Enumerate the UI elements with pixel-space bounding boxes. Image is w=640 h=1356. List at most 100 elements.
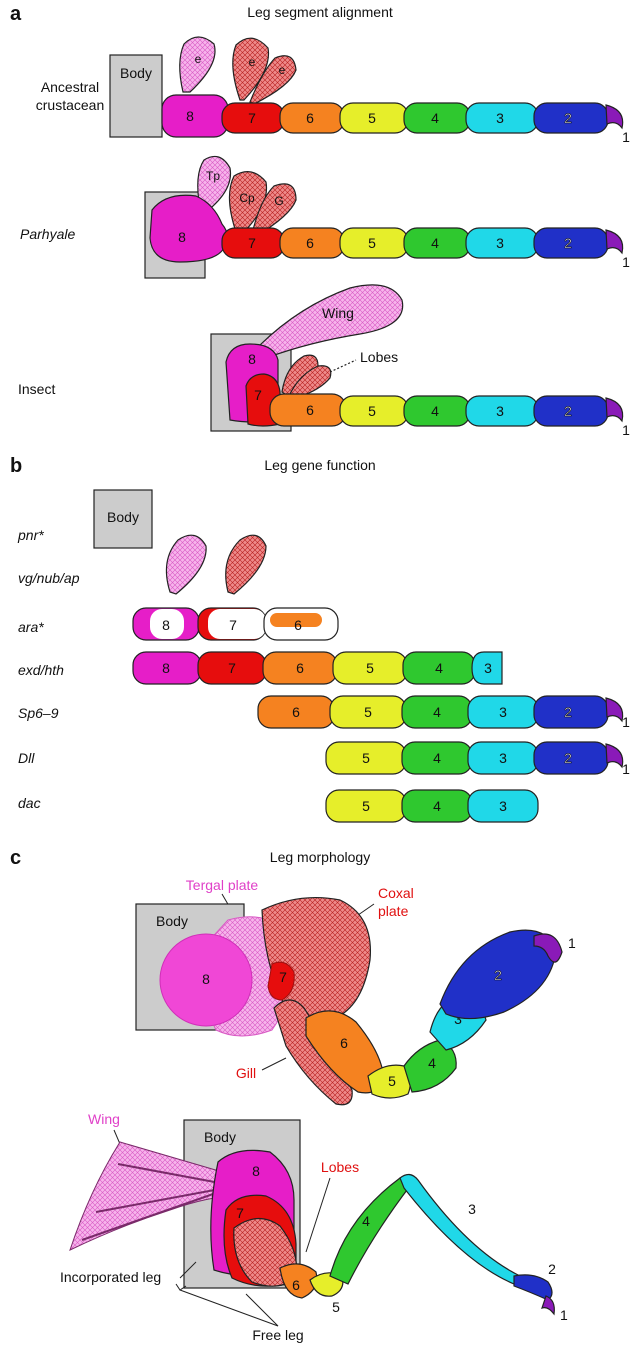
segment-6-label: 6 [306,235,314,251]
segment-7-label: 7 [248,235,256,251]
segment-7-label: 7 [248,110,256,126]
free-leg-arrowhead [175,1283,187,1291]
segment-1-claw [605,397,624,423]
wing [69,1141,237,1251]
segment-8-ara-unexpressed [150,609,184,639]
segment-6-label: 6 [292,1277,300,1293]
segment-1-label: 1 [622,129,630,145]
segment-6-ara-expression [270,613,322,627]
exite-red [225,534,267,595]
segment-1-label: 1 [622,254,630,270]
segment-5-label: 5 [362,750,370,766]
exite-label: Cp [239,191,255,205]
exite-tergal-plate [197,155,232,213]
exite-gill [251,183,297,237]
segment-5-label: 5 [362,798,370,814]
segment-1-claw [605,697,624,723]
segment-1-claw [605,104,624,130]
lobes-pointer [305,1177,331,1253]
segment-1-claw [605,229,624,255]
incorporated-leg-pointer [179,1261,197,1279]
segment-5-label: 5 [368,235,376,251]
segment-5-label: 5 [332,1299,340,1315]
lobes-pointer [329,359,357,373]
wing-label: Wing [88,1111,120,1127]
segment-8 [149,194,229,263]
segment-4-label: 4 [435,660,443,676]
gene-label-dac: dac [18,795,41,811]
exite-label: e [195,52,202,66]
panel-b-letter: b [10,455,22,477]
coxal-plate-label-2: plate [378,903,409,919]
segment-4-label: 4 [431,110,439,126]
segment-6-label: 6 [306,110,314,126]
segment-6-label: 6 [292,704,300,720]
segment-6-label: 6 [296,660,304,676]
segment-4-label: 4 [433,704,441,720]
row-insect-label: Insect [18,381,55,397]
wing [259,284,404,359]
free-leg-label: Free leg [252,1327,303,1343]
gene-label-pnr: pnr* [17,527,44,543]
segment-2-label: 2 [564,235,572,251]
panel-c-letter: c [10,847,21,869]
segment-3-partial [471,651,503,685]
segment-3-label: 3 [496,110,504,126]
segment-7-label: 7 [279,969,287,985]
segment-1-label: 1 [622,714,630,730]
segment-8-label: 8 [186,108,194,124]
segment-3-label: 3 [499,798,507,814]
segment-2-label: 2 [564,704,572,720]
body-label: Body [204,1129,236,1145]
segment-4-label: 4 [433,750,441,766]
segment-1-claw [533,933,563,963]
panel-a-title: Leg segment alignment [247,4,393,20]
segment-8-label: 8 [252,1163,260,1179]
segment-5-label: 5 [368,403,376,419]
segment-2-label: 2 [494,967,502,983]
segment-7-label: 7 [228,660,236,676]
gene-label-exd-hth: exd/hth [18,662,64,678]
body-label: Body [156,913,188,929]
exite-label: Tp [206,169,220,183]
segment-1-claw [605,743,624,769]
segment-1-label: 1 [622,761,630,777]
lobes-label: Lobes [321,1159,359,1175]
tergal-plate-label: Tergal plate [186,877,259,893]
segment-7-label: 7 [229,617,237,633]
coxal-plate-label-1: Coxal [378,885,414,901]
segment-4-label: 4 [433,798,441,814]
segment-4-label: 4 [428,1055,436,1071]
segment-3 [399,1173,521,1285]
exite-label: G [274,194,283,208]
gene-label-sp6-9: Sp6–9 [18,705,59,721]
segment-8-label: 8 [248,351,256,367]
segment-5-label: 5 [388,1073,396,1089]
segment-4-label: 4 [431,403,439,419]
segment-8-label: 8 [162,660,170,676]
lobe [289,365,332,399]
segment-6-label: 6 [340,1035,348,1051]
exite-red [249,55,297,105]
exite-label: e [249,55,256,69]
segment-3-label: 3 [499,750,507,766]
lobes-label: Lobes [360,349,398,365]
body-box [109,54,163,138]
segment-1-label: 1 [622,422,630,438]
segment-7-ara-unexpressed [208,609,266,639]
segment-8-label: 8 [178,229,186,245]
segment-3-label: 3 [496,235,504,251]
body-label: Body [107,509,139,525]
exite-pink [179,36,216,93]
segment-1-claw [541,1295,555,1316]
segment-4-label: 4 [362,1213,370,1229]
segment-5-label: 5 [368,110,376,126]
row-ancestral-label-2: crustacean [36,97,104,113]
row-parhyale-label: Parhyale [20,226,75,242]
segment-6-label: 6 [294,617,302,633]
segment-6-label: 6 [306,402,314,418]
gill [273,999,353,1106]
segment-3-label: 3 [468,1201,476,1217]
body-label: Body [120,65,152,81]
segment-3-label: 3 [499,704,507,720]
